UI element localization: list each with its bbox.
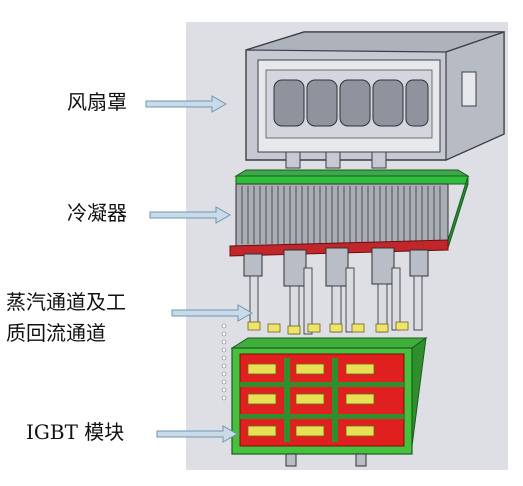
- arrow-fan-cover: [145, 95, 228, 113]
- label-condenser: 冷凝器: [67, 201, 127, 225]
- vapor-return-channels: [243, 247, 429, 335]
- label-fan-cover: 风扇罩: [67, 90, 127, 114]
- fan-cover: [245, 31, 505, 169]
- arrow-condenser: [149, 206, 232, 224]
- label-igbt-module: IGBT 模块: [26, 420, 125, 444]
- assembly-illustration: [221, 31, 505, 467]
- label-channel-line2: 质回流通道: [6, 321, 106, 345]
- label-channel-line1: 蒸汽通道及工: [6, 290, 126, 314]
- igbt-module: [221, 323, 428, 467]
- condenser: [229, 169, 470, 257]
- arrow-channels: [171, 304, 254, 322]
- arrow-igbt-module: [156, 425, 239, 443]
